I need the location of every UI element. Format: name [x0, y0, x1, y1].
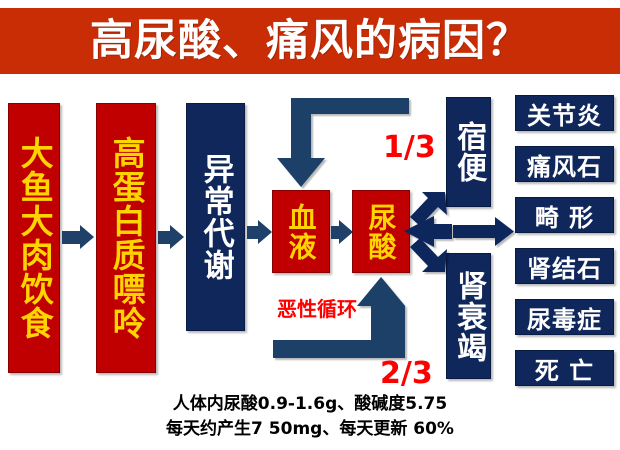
cause-box-protein: 高蛋白质嘌呤 — [96, 103, 156, 373]
metabolism-box-label: 异常代谢 — [197, 153, 234, 281]
outcome-label: 痛风石 — [527, 152, 602, 181]
excretion-box-renal: 肾衰竭 — [446, 253, 491, 379]
blood-box-label: 血液 — [284, 202, 318, 261]
arrow-diet-to-protein-icon — [62, 225, 94, 250]
uric-acid-box-label: 尿酸 — [364, 202, 398, 261]
footer-line-2: 每天约产生7 50mg、每天更新 60% — [166, 418, 454, 439]
outcome-box-death: 死 亡 — [515, 350, 614, 386]
outcome-label: 关节炎 — [527, 101, 602, 130]
outcome-label: 尿毒症 — [527, 305, 602, 334]
excretion-box-stool: 宿便 — [446, 97, 491, 207]
footer-note: 人体内尿酸0.9-1.6g、酸碱度5.75 每天约产生7 50mg、每天更新 6… — [0, 392, 620, 441]
cause-box-protein-label: 高蛋白质嘌呤 — [107, 136, 147, 340]
vicious-cycle-label: 恶性循环 — [277, 297, 357, 321]
outcome-label: 畸 形 — [534, 203, 595, 232]
branch-arrow-junction-icon — [404, 192, 452, 272]
arrow-blood-to-uric-icon — [331, 220, 353, 245]
arrow-to-outcomes-icon — [453, 217, 514, 246]
metabolism-box: 异常代谢 — [186, 103, 245, 331]
outcome-box-kidney-stone: 肾结石 — [515, 248, 614, 284]
uric-acid-box: 尿酸 — [352, 190, 410, 273]
excretion-box-stool-label: 宿便 — [451, 121, 487, 183]
page-title: 高尿酸、痛风的病因？ — [90, 15, 530, 66]
fraction-label-top: 1/3 — [383, 130, 436, 165]
footer-line-1: 人体内尿酸0.9-1.6g、酸碱度5.75 — [172, 394, 448, 414]
arrow-protein-to-metabolism-icon — [158, 225, 184, 250]
title-banner: 高尿酸、痛风的病因？ — [0, 8, 620, 74]
outcome-label: 死 亡 — [534, 356, 595, 385]
excretion-box-renal-label: 肾衰竭 — [451, 269, 487, 363]
outcome-box-deformity: 畸 形 — [515, 197, 614, 233]
outcome-box-arthritis: 关节炎 — [515, 95, 614, 131]
cause-box-diet-label: 大鱼大肉饮食 — [15, 136, 55, 340]
cause-box-diet: 大鱼大肉饮食 — [8, 103, 60, 373]
outcome-label: 肾结石 — [527, 254, 602, 283]
outcome-box-uremia: 尿毒症 — [515, 299, 614, 335]
fraction-label-bottom: 2/3 — [380, 356, 433, 391]
arrow-metabolism-to-blood-icon — [247, 220, 272, 245]
outcome-box-tophus: 痛风石 — [515, 146, 614, 182]
blood-box: 血液 — [272, 190, 330, 273]
